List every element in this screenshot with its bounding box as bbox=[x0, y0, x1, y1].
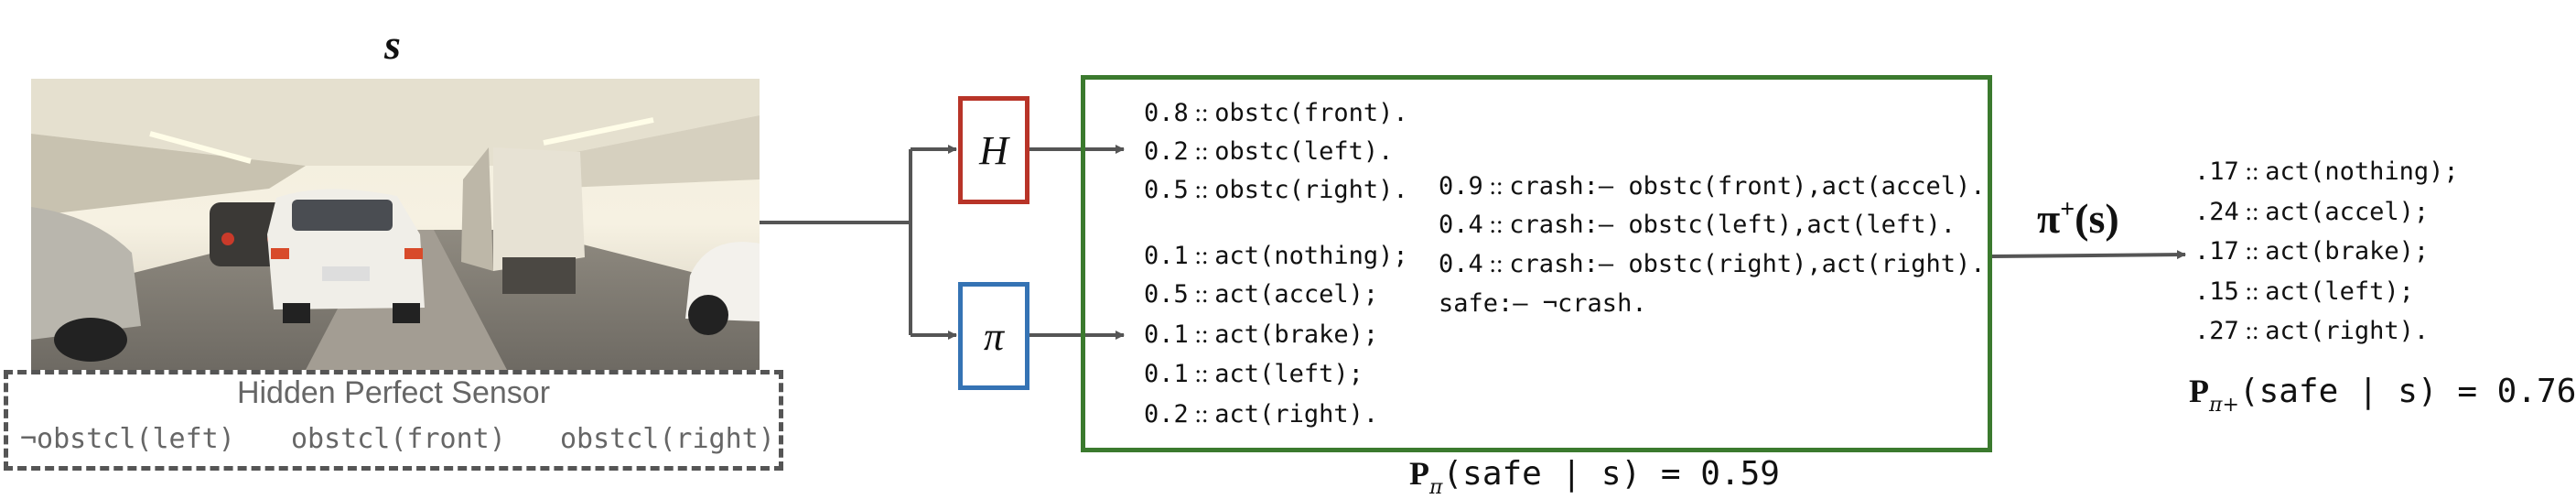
action-fact: 0.1 :: act(left); bbox=[1144, 360, 1363, 388]
output-action: .17 :: act(nothing); bbox=[2194, 157, 2459, 186]
probabilistic-program-box bbox=[1081, 75, 1992, 452]
crash-rule: 0.4 :: crash:– obstc(left),act(left). bbox=[1439, 211, 1956, 239]
refined-safe-probability: Pπ+(safe | s) = 0.76 bbox=[2189, 373, 2576, 417]
sensor-item-right: obstcl(right) bbox=[560, 423, 775, 455]
action-fact: 0.1 :: act(brake); bbox=[1144, 320, 1379, 349]
arrow-program-to-output bbox=[1991, 250, 2186, 260]
hidden-sensor-title: Hidden Perfect Sensor bbox=[236, 375, 551, 410]
h-node: H bbox=[958, 96, 1029, 204]
traffic-scene-image bbox=[31, 79, 760, 370]
program-safe-probability: Pπ(safe | s) = 0.59 bbox=[1409, 455, 1780, 499]
pi-label: π bbox=[983, 313, 1005, 359]
hidden-sensor-box bbox=[4, 370, 783, 471]
crash-rule: 0.9 :: crash:– obstc(front),act(accel). bbox=[1439, 172, 1986, 201]
obstacle-fact: 0.5 :: obstc(right). bbox=[1144, 176, 1408, 204]
obstacle-fact: 0.8 :: obstc(front). bbox=[1144, 99, 1408, 127]
scene-title: s bbox=[384, 21, 401, 68]
pi-node: π bbox=[958, 282, 1029, 390]
action-fact: 0.5 :: act(accel); bbox=[1144, 280, 1379, 309]
action-fact: 0.2 :: act(right). bbox=[1144, 400, 1379, 428]
obstacle-fact: 0.2 :: obstc(left). bbox=[1144, 137, 1394, 166]
action-fact: 0.1 :: act(nothing); bbox=[1144, 242, 1408, 270]
output-action: .27 :: act(right). bbox=[2194, 317, 2430, 345]
output-action: .17 :: act(brake); bbox=[2194, 237, 2430, 266]
h-label: H bbox=[979, 127, 1008, 173]
refined-policy-label: π+(s) bbox=[2037, 195, 2119, 242]
sensor-item-front: obstcl(front) bbox=[291, 423, 506, 455]
sensor-item-left: ¬obstcl(left) bbox=[20, 423, 235, 455]
safe-rule: safe:– ¬crash. bbox=[1439, 289, 1647, 318]
output-action: .24 :: act(accel); bbox=[2194, 198, 2430, 226]
crash-rule: 0.4 :: crash:– obstc(right),act(right). bbox=[1439, 250, 1986, 278]
output-action: .15 :: act(left); bbox=[2194, 277, 2414, 306]
connector-arrows bbox=[760, 145, 2186, 340]
